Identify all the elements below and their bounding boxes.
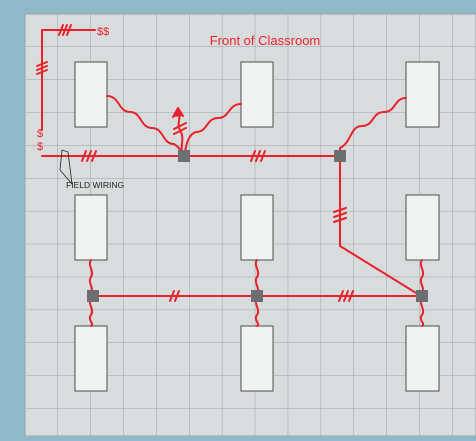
junction-box-icon <box>416 290 428 302</box>
switch-label-left-2: $ <box>37 141 43 153</box>
fixture-whip <box>106 95 184 157</box>
light-fixture-icon <box>74 325 108 392</box>
light-fixture-icon <box>240 325 274 392</box>
fixture-whip <box>88 259 94 295</box>
light-fixture-icon <box>405 61 440 128</box>
tick-marks <box>58 24 72 36</box>
junction-box-icon <box>87 290 99 302</box>
light-fixture-icon <box>405 325 440 392</box>
wiring <box>36 24 425 327</box>
fixture-whip <box>339 97 407 157</box>
switch-label-top: $$ <box>97 26 109 38</box>
light-fixture-icon <box>240 194 274 261</box>
fixture-whip <box>183 103 242 157</box>
fixture-whip <box>88 297 94 327</box>
light-fixture-icon <box>74 194 108 261</box>
switch-label-left-1: $ <box>37 128 43 140</box>
field-wiring-label: FIELD WIRING <box>66 180 124 190</box>
tick-marks <box>169 290 180 302</box>
tick-marks <box>338 290 354 302</box>
tick-marks <box>36 61 48 75</box>
fixture-whip <box>419 259 425 295</box>
junction-box-icon <box>178 150 190 162</box>
light-fixture-icon <box>74 61 108 128</box>
homerun-arrow-icon <box>172 107 184 118</box>
fixture-whip <box>419 297 425 327</box>
light-fixture-icon <box>240 61 274 128</box>
fixture-whip <box>254 297 260 327</box>
light-fixtures <box>74 61 440 392</box>
page-title: Front of Classroom <box>210 33 321 48</box>
fixture-whip <box>254 259 260 295</box>
light-fixture-icon <box>405 194 440 261</box>
junction-box-icon <box>334 150 346 162</box>
tick-marks <box>250 150 266 162</box>
switch-run-wire <box>41 29 96 131</box>
junction-boxes <box>87 150 428 302</box>
field-wiring-leader-icon <box>59 149 73 186</box>
diagonal-wire <box>339 155 422 297</box>
tick-marks <box>333 207 347 223</box>
tick-marks <box>81 150 97 162</box>
tick-marks <box>173 122 187 135</box>
junction-box-icon <box>251 290 263 302</box>
